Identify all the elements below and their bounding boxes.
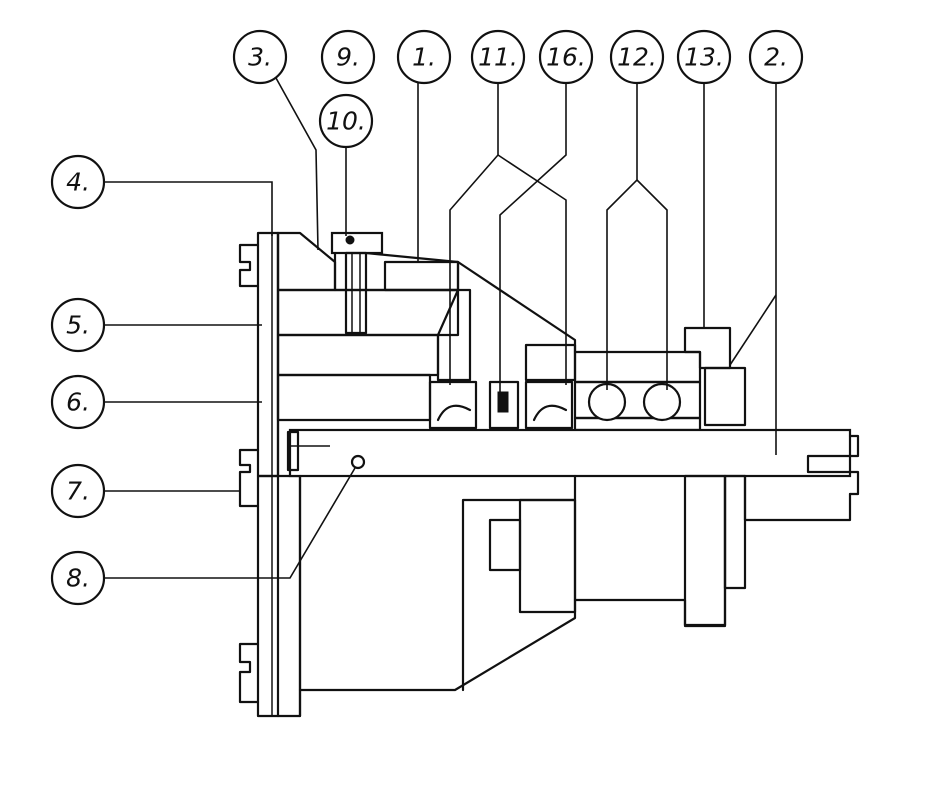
callout-1: 1. (396, 29, 452, 262)
callout-6-label: 6. (66, 388, 90, 417)
callout-4-label: 4. (66, 168, 90, 197)
callout-9-label: 9. (336, 43, 360, 72)
back-plate (238, 231, 302, 718)
callout-2: 2. (729, 29, 804, 455)
callout-6: 6. (50, 374, 262, 430)
callout-3: 3. (232, 29, 319, 251)
callout-1-label: 1. (412, 43, 436, 72)
top-ring (276, 231, 460, 337)
callout-10-label: 10. (326, 107, 366, 136)
callout-2-label: 2. (764, 43, 788, 72)
callout-8-label: 8. (66, 564, 90, 593)
housing-body (276, 260, 577, 382)
callout-7: 7. (50, 463, 240, 519)
callout-4: 4. (50, 154, 273, 236)
callout-7-label: 7. (66, 477, 90, 506)
callout-13: 13. (676, 29, 732, 328)
callout-12: 12. (606, 29, 668, 390)
callout-11: 11. (449, 29, 567, 385)
callout-5-label: 5. (66, 311, 90, 340)
callout-11-label: 11. (478, 43, 518, 72)
callout-12-label: 12. (617, 43, 657, 72)
bearing-housing (573, 326, 747, 432)
callout-16: 16. (499, 29, 594, 392)
rubber-element (276, 373, 432, 422)
motor-body (298, 474, 852, 718)
seal-assembly (428, 343, 577, 430)
callout-9: 9. (320, 29, 376, 85)
callout-5: 5. (50, 297, 262, 353)
callout-8: 8. (50, 454, 366, 606)
callout-13-label: 13. (684, 43, 724, 72)
callout-16-label: 16. (546, 43, 586, 72)
shaft (286, 428, 860, 496)
callout-3-label: 3. (248, 43, 272, 72)
callout-10: 10. (318, 93, 374, 236)
ball-bearing-2 (642, 382, 682, 422)
